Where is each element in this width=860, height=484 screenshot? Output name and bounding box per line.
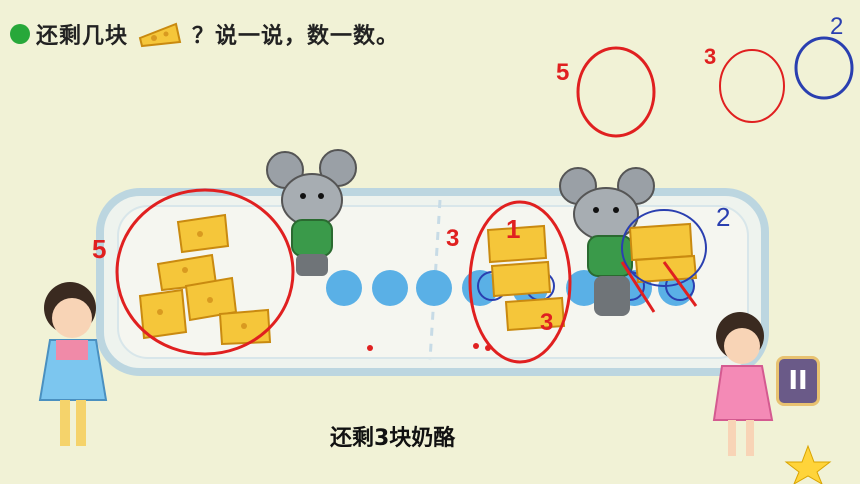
star-icon bbox=[784, 444, 832, 484]
annotation-right-two: 2 bbox=[716, 202, 730, 232]
top-red-circle-five bbox=[576, 46, 656, 138]
title-part2: ？说一说，数一数。 bbox=[192, 24, 400, 49]
annotation-top-five: 5 bbox=[556, 59, 569, 86]
red-circle-left bbox=[115, 188, 295, 356]
annotation-top-two: 2 bbox=[830, 13, 843, 40]
question-title: 还剩几块 ？说一说，数一数。 bbox=[36, 18, 399, 50]
annotation-top-three: 3 bbox=[704, 44, 716, 69]
cheese-icon bbox=[138, 22, 182, 48]
answer-caption: 还剩3块奶酪 bbox=[330, 426, 456, 451]
cheese-icon-group-left bbox=[138, 213, 272, 346]
red-circle-middle bbox=[468, 200, 572, 364]
mouse-left-illustration bbox=[266, 149, 357, 276]
annotation-mid-one: 1 bbox=[506, 214, 520, 244]
strike-line-2 bbox=[662, 261, 698, 307]
strike-line-1 bbox=[620, 261, 656, 313]
green-bullet-icon bbox=[10, 24, 30, 44]
cheese-icon-group-right bbox=[628, 222, 698, 284]
pause-button[interactable]: II bbox=[776, 356, 820, 406]
annotation-mid-three: 3 bbox=[446, 225, 459, 252]
top-red-circle-three bbox=[719, 49, 785, 123]
title-part1: 还剩几块 bbox=[36, 24, 129, 49]
blue-circle-right bbox=[621, 209, 707, 287]
mouse-right-illustration bbox=[559, 167, 655, 316]
cheese-icon-group-middle bbox=[486, 224, 566, 332]
girl-left-illustration bbox=[38, 282, 108, 446]
girl-right-illustration bbox=[712, 312, 774, 456]
annotation-mid-three-b: 3 bbox=[540, 309, 553, 336]
top-blue-circle-two bbox=[794, 36, 854, 100]
annotation-left-five: 5 bbox=[92, 234, 106, 264]
